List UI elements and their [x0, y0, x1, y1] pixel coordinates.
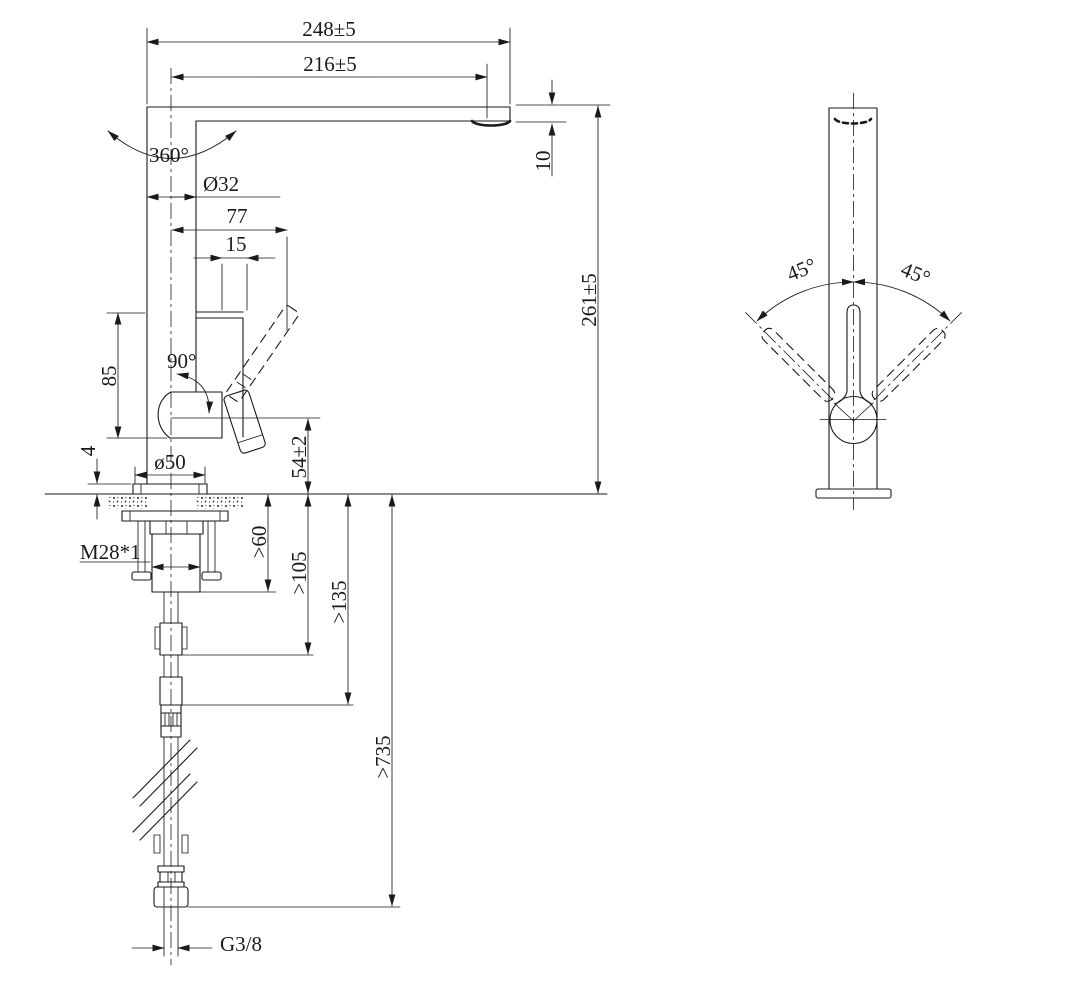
dim-label-261: 261±5 [577, 273, 601, 327]
front-view [44, 68, 608, 965]
mounting-nut [149, 520, 204, 535]
countertop-and-mounting [44, 493, 608, 593]
dim-handle-width: 15 [193, 232, 276, 311]
washer-plate [121, 510, 229, 522]
dim-swivel: 360° [107, 130, 237, 167]
supply-hose [132, 591, 198, 908]
dim-min-135: >135 [327, 494, 352, 705]
dim-hose-thread: G3/8 [131, 907, 262, 957]
dim-handle-zone: 85 [97, 312, 168, 439]
dim-body-diameter: Ø32 [146, 172, 281, 201]
faucet-body-outline [132, 106, 512, 495]
side-body-outline [828, 107, 878, 490]
dim-spout-thickness: 10 [515, 79, 611, 177]
dim-label-60: >60 [247, 526, 271, 559]
side-view: 45° 45° [744, 93, 963, 510]
dim-handle-reach: 77 [171, 204, 288, 331]
dim-thread-spec: M28*1 [79, 540, 201, 571]
handle-down [223, 389, 266, 454]
dim-label-m28: M28*1 [80, 540, 141, 564]
dim-label-77: 77 [227, 204, 248, 228]
dim-label-54: 54±2 [287, 435, 311, 478]
dim-label-135: >135 [327, 580, 351, 623]
dim-label-105: >105 [287, 551, 311, 594]
break-symbol [132, 739, 198, 841]
dim-label-4: 4 [76, 445, 100, 456]
countertop-hatch-right [196, 495, 243, 509]
body-bulge [157, 391, 223, 439]
swing-axis-left [744, 311, 834, 401]
dim-label-360: 360° [149, 143, 189, 167]
dim-label-g38: G3/8 [220, 932, 262, 956]
base-flange [132, 483, 208, 495]
dim-label-90: 90° [167, 349, 196, 373]
dim-base-diameter: ø50 [134, 450, 206, 484]
dim-label-735: >735 [371, 735, 395, 778]
dim-handle-angle: 90° [167, 349, 214, 414]
dim-outlet-height: 54±2 [170, 417, 321, 494]
dim-label-o32: Ø32 [203, 172, 239, 196]
mounting-studs [137, 520, 216, 573]
dim-label-o50: ø50 [154, 450, 186, 474]
dim-label-85: 85 [97, 366, 121, 387]
aerator-front [470, 119, 512, 127]
dim-label-15: 15 [226, 232, 247, 256]
dim-total-height: 261±5 [577, 105, 602, 494]
handle-raised-dashed [226, 305, 300, 402]
dim-min-105: >105 [287, 494, 312, 655]
dim-hose-min: >735 [371, 494, 396, 907]
swing-axis-right [873, 311, 963, 401]
dim-label-216: 216±5 [303, 52, 357, 76]
dim-label-10: 10 [531, 151, 555, 172]
aerator-side [833, 117, 873, 125]
dim-label-45-left: 45° [783, 253, 819, 286]
dim-spout-total: 248±5 [146, 17, 511, 105]
hose-end-nut [153, 886, 189, 908]
countertop-hatch-left [107, 495, 148, 509]
side-base-plate [815, 488, 892, 499]
dim-min-60: >60 [247, 494, 272, 592]
reference-lines [180, 591, 401, 908]
dim-plate-height: 4 [76, 445, 132, 520]
dim-label-45-right: 45° [897, 257, 933, 290]
handle-ball [829, 395, 878, 445]
dim-label-248: 248±5 [302, 17, 356, 41]
threaded-shank [151, 533, 201, 593]
front-dimensions: 248±5 216±5 10 261±5 360° Ø32 [76, 17, 611, 957]
dim-spout-reach: 216±5 [171, 52, 488, 119]
